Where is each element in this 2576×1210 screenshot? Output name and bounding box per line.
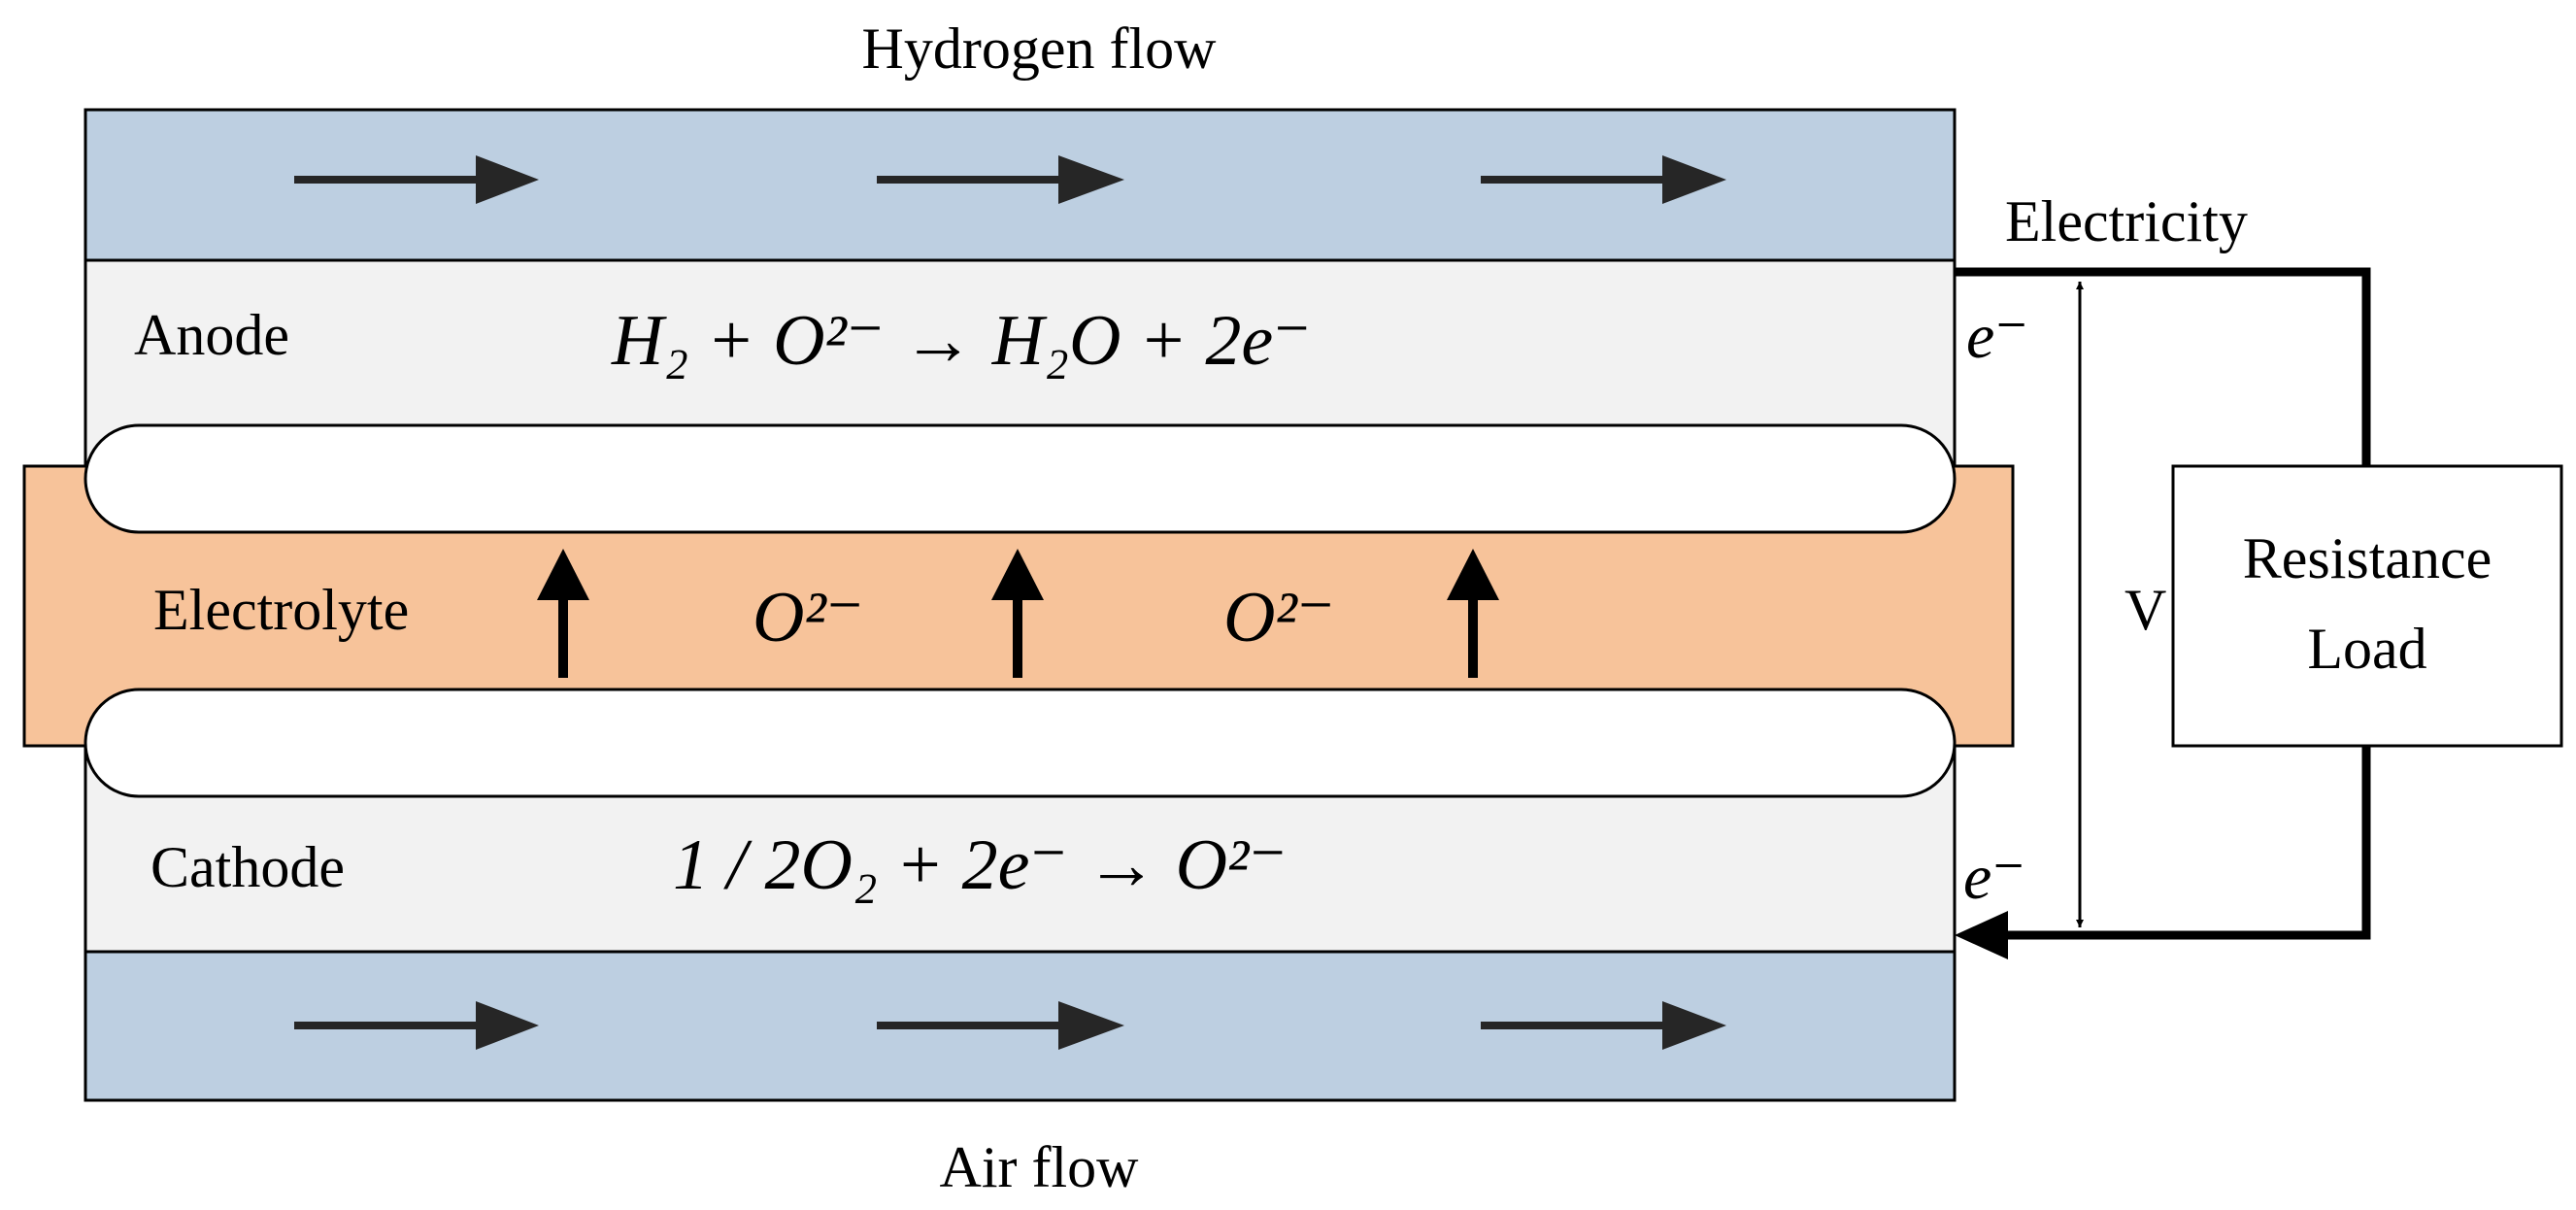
ion-arrows — [537, 549, 1499, 678]
pore-top — [84, 423, 1957, 534]
external-circuit — [1955, 267, 2563, 959]
electron-label-bottom: e⁻ — [1963, 842, 2025, 913]
electricity-label: Electricity — [2005, 189, 2248, 253]
wire-top — [1955, 267, 2371, 466]
electrolyte-label: Electrolyte — [153, 578, 409, 642]
flow-arrow-icon — [294, 1001, 539, 1050]
flow-arrow-icon — [1481, 1001, 1726, 1050]
load-label-line2: Load — [2307, 617, 2426, 681]
ion-label-2: O²⁻ — [1223, 578, 1335, 657]
current-arrow-icon — [1955, 911, 2008, 959]
up-arrow-icon — [1447, 549, 1499, 678]
cathode-label: Cathode — [151, 835, 345, 899]
wire-bottom — [2000, 746, 2371, 940]
hydrogen-flow-arrows — [294, 155, 1726, 204]
hydrogen-flow-label: Hydrogen flow — [862, 17, 1218, 81]
anode-equation: H₂ + O²⁻ → H₂O + 2e⁻ — [611, 301, 1311, 381]
up-arrow-icon — [991, 549, 1044, 678]
flow-arrow-icon — [877, 1001, 1124, 1050]
flow-arrow-icon — [294, 155, 539, 204]
pore-bottom — [84, 688, 1957, 798]
anode-label: Anode — [134, 303, 289, 367]
resistance-load-box — [2171, 464, 2563, 748]
air-flow-arrows — [294, 1001, 1726, 1050]
flow-arrow-icon — [1481, 155, 1726, 204]
cathode-equation: 1 / 2O₂ + 2e⁻ → O²⁻ — [673, 825, 1287, 905]
air-flow-label: Air flow — [940, 1135, 1140, 1199]
hydrogen-channel — [84, 108, 1957, 262]
voltage-label: V — [2124, 578, 2166, 642]
flow-arrow-icon — [877, 155, 1124, 204]
up-arrow-icon — [537, 549, 589, 678]
ion-label-1: O²⁻ — [753, 578, 864, 657]
electron-label-top: e⁻ — [1966, 301, 2028, 372]
load-label-line1: Resistance — [2243, 526, 2492, 590]
